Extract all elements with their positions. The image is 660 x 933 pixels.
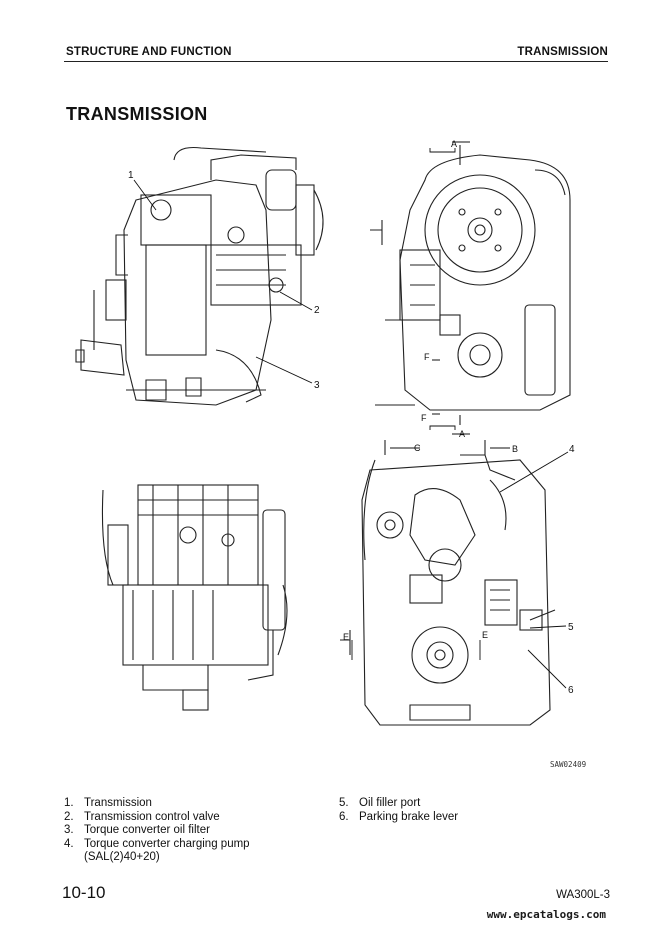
legend-item: 6. Parking brake lever [339,811,539,825]
legend-item-text: Transmission [84,797,152,809]
transmission-top-view-drawing [101,484,288,711]
header-chapter: TRANSMISSION [517,46,608,58]
model-number: WA300L-3 [556,889,610,901]
legend-item-text: Torque converter oil filter [84,824,210,836]
page-number: 10-10 [62,883,106,902]
section-mark-a-bottom: A [459,429,465,439]
callout-2: 2 [314,305,320,316]
transmission-front-view-drawing [370,145,571,425]
header-section: STRUCTURE AND FUNCTION [66,46,232,58]
legend-item-number: 6. [339,810,349,823]
page-title: TRANSMISSION [66,104,208,124]
legend-item: 3. Torque converter oil filter [64,824,314,838]
legend-item-number: 2. [64,810,74,823]
callout-3: 3 [314,380,320,391]
callout-5: 5 [568,622,574,633]
section-mark-f-bottom: F [421,413,427,423]
section-mark-f-top: F [424,352,430,362]
legend-item-text: Transmission control valve [84,810,220,823]
legend-item: 5. Oil filler port [339,797,539,811]
watermark: www.epcatalogs.com [486,908,606,921]
callout-4: 4 [569,444,575,455]
drawing-code: SAW02409 [550,760,587,769]
section-mark-e-left: E [343,632,349,642]
legend-right: 5. Oil filler port 6. Parking brake leve… [339,797,539,824]
transmission-side-view-drawing [75,146,324,406]
legend-item-number: 1. [64,797,74,809]
callout-6: 6 [568,685,574,696]
section-mark-c: C [414,443,421,453]
transmission-rear-view-drawing [340,440,556,726]
legend-item-text: Torque converter charging pump (SAL(2)40… [84,837,250,864]
legend-item-number: 3. [64,824,74,836]
header-rule [64,61,608,62]
legend-item: 2. Transmission control valve [64,811,314,825]
legend-left: 1. Transmission 2. Transmission control … [64,797,314,865]
section-mark-a-top: A [451,139,457,149]
legend-item: 1. Transmission [64,797,314,811]
legend-item-text: Parking brake lever [359,810,459,823]
legend-item-text: Oil filler port [359,797,421,809]
callout-1: 1 [128,170,134,181]
legend-item: 4. Torque converter charging pump (SAL(2… [64,838,254,865]
legend-item-number: 4. [64,837,74,850]
section-mark-b: B [512,444,518,454]
section-mark-e-right: E [482,630,488,640]
legend-item-number: 5. [339,797,349,809]
